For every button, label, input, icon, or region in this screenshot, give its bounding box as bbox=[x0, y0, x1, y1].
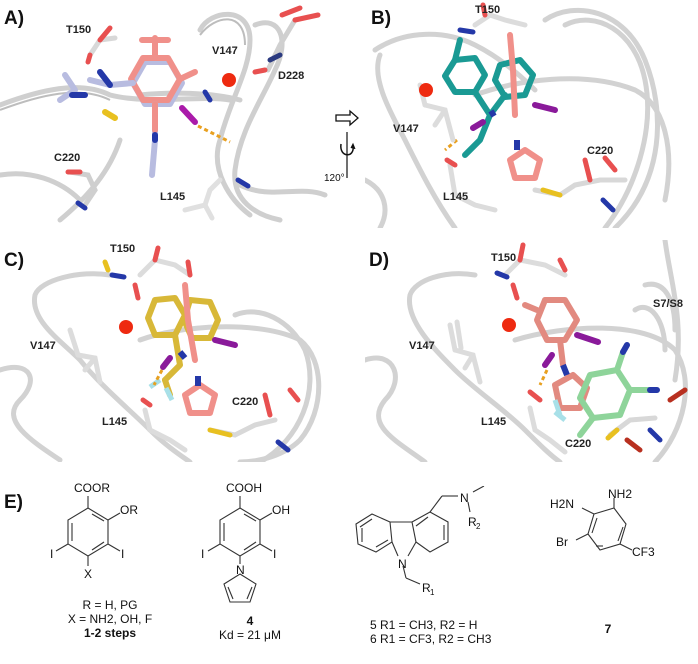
residue-label: V147 bbox=[393, 123, 419, 135]
panel-a: A) T150 V147 D228 C220 L145 bbox=[0, 0, 330, 228]
caption-line: 6 R1 = CF3, R2 = CH3 bbox=[370, 632, 492, 646]
residue-label: L145 bbox=[102, 416, 128, 428]
svg-text:COOR: COOR bbox=[74, 481, 110, 495]
compound-scaffold-caption: R = H, PG X = NH2, OH, F 1-2 steps bbox=[30, 598, 190, 640]
svg-text:N: N bbox=[398, 557, 407, 571]
svg-text:N: N bbox=[460, 491, 469, 505]
caption-line: R = H, PG bbox=[82, 598, 138, 612]
water-molecule bbox=[119, 320, 133, 334]
residue-label: L145 bbox=[443, 191, 469, 203]
water-molecule bbox=[502, 318, 516, 332]
panel-label-c: C) bbox=[4, 250, 25, 271]
residue-label: T150 bbox=[475, 4, 501, 16]
right-arrow-icon bbox=[335, 109, 359, 127]
compound-5-6-caption: 5 R1 = CH3, R2 = H 6 R1 = CF3, R2 = CH3 bbox=[370, 618, 550, 646]
svg-text:R: R bbox=[422, 581, 431, 595]
residue-label: C220 bbox=[232, 396, 259, 408]
panel-label-d: D) bbox=[369, 250, 390, 271]
residue-label: C220 bbox=[54, 152, 81, 164]
compound-scaffold: COOR OR I I X bbox=[40, 478, 180, 588]
residue-label: V147 bbox=[30, 340, 56, 352]
caption-line: 5 R1 = CH3, R2 = H bbox=[370, 618, 478, 632]
residue-label: S7/S8 bbox=[653, 298, 683, 310]
panel-label-e: E) bbox=[4, 492, 23, 513]
svg-text:1: 1 bbox=[430, 588, 435, 596]
protein-structure-a bbox=[0, 5, 328, 223]
protein-structure-c bbox=[0, 245, 322, 462]
svg-text:OR: OR bbox=[120, 503, 138, 517]
svg-text:NH2: NH2 bbox=[608, 488, 632, 501]
panel-c: C) T150 V147 C220 L145 bbox=[0, 240, 330, 462]
svg-text:I: I bbox=[201, 547, 204, 561]
rotation-angle-label: 120° bbox=[324, 173, 345, 184]
svg-text:I: I bbox=[273, 547, 276, 561]
residue-label: V147 bbox=[409, 340, 435, 352]
rotation-indicator bbox=[330, 100, 360, 190]
svg-text:OH: OH bbox=[272, 503, 290, 517]
svg-text:2: 2 bbox=[476, 522, 481, 531]
panel-d: D) T150 S7/S8 V147 L145 C220 bbox=[365, 240, 698, 462]
caption-line: X = NH2, OH, F bbox=[67, 612, 153, 626]
rotation-axis-icon bbox=[340, 132, 356, 178]
panel-b: B) T150 V147 C220 L145 bbox=[365, 0, 698, 228]
residue-label: T150 bbox=[66, 24, 92, 36]
svg-text:H2N: H2N bbox=[550, 497, 574, 511]
protein-structure-b bbox=[365, 2, 672, 228]
residue-label: V147 bbox=[212, 45, 238, 57]
svg-text:Br: Br bbox=[556, 535, 568, 549]
water-molecule bbox=[222, 73, 236, 87]
residue-label: C220 bbox=[587, 145, 614, 157]
svg-text:I: I bbox=[50, 547, 53, 561]
svg-text:I: I bbox=[121, 547, 124, 561]
svg-text:COOH: COOH bbox=[226, 481, 262, 495]
residue-label: L145 bbox=[160, 191, 186, 203]
panel-label-a: A) bbox=[4, 8, 25, 29]
compound-7-caption: 7 bbox=[604, 622, 612, 636]
caption-line: 1-2 steps bbox=[83, 626, 137, 640]
compound-7: NH2 H2N Br CF3 bbox=[548, 488, 688, 588]
residue-label: D228 bbox=[278, 70, 305, 82]
residue-label: C220 bbox=[565, 438, 592, 450]
compound-number: 4 bbox=[246, 614, 254, 628]
svg-text:N: N bbox=[236, 563, 245, 577]
svg-text:R: R bbox=[468, 515, 477, 529]
water-molecule bbox=[419, 83, 433, 97]
residue-label: T150 bbox=[110, 243, 136, 255]
compound-4-caption: 4 Kd = 21 μM bbox=[190, 614, 310, 642]
svg-text:X: X bbox=[84, 567, 92, 581]
svg-text:CF3: CF3 bbox=[632, 545, 655, 559]
protein-structure-d bbox=[365, 240, 688, 462]
panel-label-b: B) bbox=[371, 8, 392, 29]
residue-label: L145 bbox=[481, 416, 507, 428]
kd-value: Kd = 21 μM bbox=[219, 628, 281, 642]
compound-4: COOH OH I I N bbox=[190, 478, 310, 608]
residue-label: T150 bbox=[491, 252, 517, 264]
